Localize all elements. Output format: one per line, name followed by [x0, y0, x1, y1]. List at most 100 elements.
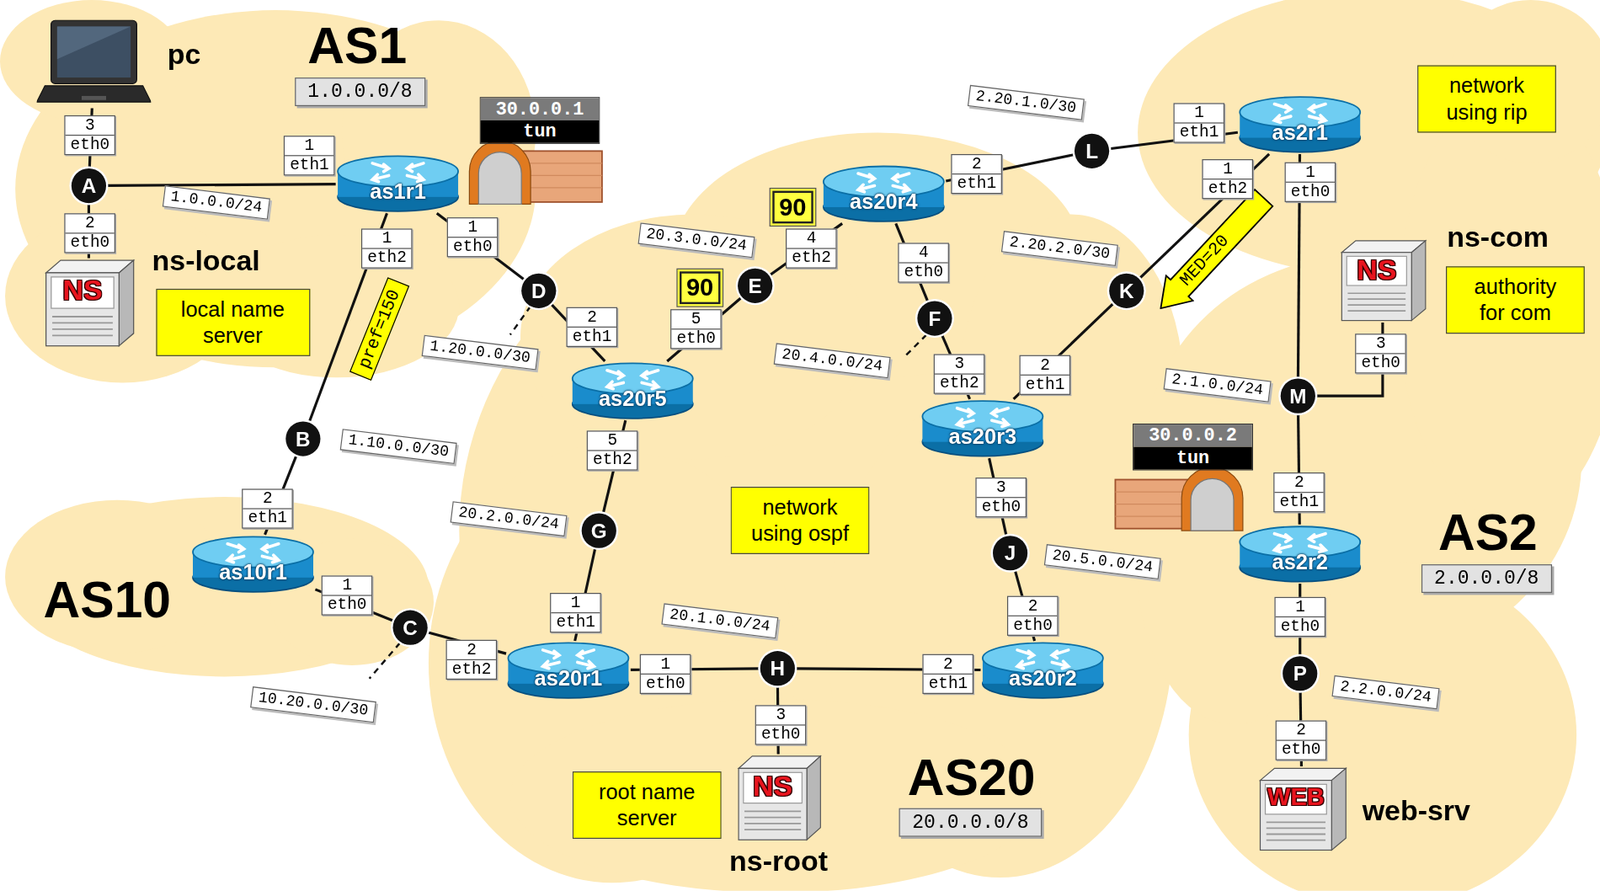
subnet-label: 2.20.1.0/30: [966, 84, 1084, 120]
note-text: local name server: [169, 295, 297, 350]
interface-box: 2eth0: [64, 213, 116, 253]
interface-name: eth0: [640, 672, 691, 693]
interface-box: 1eth2: [1201, 158, 1254, 198]
router-name: as2r1: [1237, 120, 1363, 145]
collision-domain: D: [521, 273, 556, 309]
interface-name: eth0: [899, 261, 950, 282]
tunnel-address: 30.0.0.2: [1133, 424, 1253, 448]
prefix-box: 2.0.0.0/8: [1420, 564, 1552, 593]
cost-box-text: 90: [686, 273, 714, 303]
collision-domain: L: [1074, 133, 1110, 169]
subnet-label: 10.20.0.0/30: [250, 685, 377, 722]
device-name: pc: [167, 38, 202, 72]
as-title: AS20: [907, 747, 1036, 807]
interface-name: eth1: [550, 611, 601, 631]
as-title: AS2: [1438, 502, 1538, 562]
interface-name: eth2: [786, 247, 837, 267]
interface-box: 2eth1: [922, 653, 974, 694]
link-line: [1013, 303, 1115, 400]
subnet-label-text: 1.20.0.0/30: [428, 337, 532, 368]
note-text: network using ospf: [743, 493, 856, 548]
interface-number: 1: [1203, 160, 1254, 179]
interface-box: 2eth1: [1019, 354, 1072, 395]
note-box: root name server: [572, 770, 722, 839]
collision-domain-text: G: [581, 513, 617, 549]
interface-box: 4eth0: [897, 242, 950, 283]
interface-number: 2: [952, 154, 1003, 174]
tunnel-name: tun: [480, 120, 600, 144]
collision-domain-text: A: [71, 168, 107, 203]
interface-box: 3eth0: [755, 704, 807, 745]
interface-box: 5eth2: [586, 430, 639, 470]
interface-name: eth2: [934, 373, 985, 393]
interface-box: 2eth1: [241, 488, 294, 528]
router-name: as20r2: [980, 666, 1105, 691]
interface-number: 1: [1285, 162, 1336, 182]
collision-domain: F: [917, 300, 952, 336]
subnet-label-text: 1.10.0.0/30: [346, 431, 450, 461]
interface-box: 2eth1: [566, 306, 619, 347]
interface-number: 1: [1174, 103, 1225, 123]
interface-number: 2: [65, 213, 116, 233]
cost-box: 90: [772, 191, 814, 224]
icon-label: NS: [46, 274, 120, 308]
interface-box: 2eth1: [1273, 471, 1325, 512]
interface-number: 1: [640, 654, 691, 673]
interface-box: 1eth0: [640, 653, 692, 694]
router: as20r5: [570, 361, 695, 421]
collision-domain-text: K: [1109, 273, 1144, 309]
interface-number: 1: [362, 229, 412, 248]
interface-name: eth2: [362, 247, 412, 267]
prefix-box: 1.0.0.0/8: [294, 77, 427, 107]
note-box: local name server: [155, 288, 310, 357]
interface-box: 2eth1: [950, 153, 1003, 193]
interface-name: eth0: [1008, 614, 1058, 635]
interface-number: 3: [1355, 334, 1406, 353]
interface-name: eth2: [447, 658, 497, 678]
router-name: as20r4: [821, 189, 946, 214]
router: as20r4: [821, 164, 946, 224]
collision-domain-text: F: [917, 300, 952, 336]
interface-box: 2eth2: [446, 639, 498, 679]
interface-box: 1eth0: [1285, 161, 1337, 202]
interface-number: 1: [1275, 597, 1326, 616]
interface-number: 2: [242, 489, 293, 508]
interface-number: 1: [322, 576, 373, 595]
interface-number: 3: [756, 705, 806, 725]
collision-domain: B: [285, 421, 320, 456]
link-line: [768, 223, 843, 276]
collision-domain: P: [1282, 656, 1318, 691]
interface-number: 2: [1276, 720, 1327, 740]
device-icon: WEBweb-srv: [1256, 766, 1349, 853]
interface-box: 1eth1: [283, 135, 336, 176]
interface-box: 1eth1: [549, 592, 602, 632]
device-name: ns-root: [729, 844, 828, 878]
icon-label: NS: [738, 770, 807, 804]
interface-number: 3: [65, 116, 116, 135]
interface-name: eth1: [242, 507, 293, 528]
collision-domain-text: B: [285, 421, 320, 456]
collision-domain: A: [71, 168, 107, 203]
prefix-box-text: 2.0.0.0/8: [1434, 567, 1539, 591]
interface-box: 3eth0: [975, 476, 1027, 517]
collision-domain: H: [760, 650, 795, 686]
collision-domain-text: M: [1280, 378, 1316, 414]
interface-name: eth0: [976, 496, 1027, 517]
router-name: as20r1: [506, 666, 631, 691]
prefix-box: 20.0.0.0/8: [899, 808, 1043, 838]
interface-box: 3eth2: [933, 353, 986, 394]
interface-number: 2: [1008, 596, 1058, 615]
interface-name: eth0: [65, 232, 116, 252]
note-box: network using ospf: [730, 485, 870, 555]
collision-domain-text: H: [760, 650, 795, 686]
as-title: AS1: [307, 16, 407, 75]
router: as10r1: [191, 534, 316, 594]
interface-name: eth0: [1355, 352, 1406, 373]
interface-name: eth0: [322, 594, 373, 614]
interface-number: 5: [671, 309, 721, 329]
interface-name: eth1: [1020, 373, 1071, 394]
interface-name: eth0: [65, 133, 116, 154]
collision-domain: K: [1109, 273, 1144, 309]
interface-box: 5eth0: [670, 309, 722, 349]
